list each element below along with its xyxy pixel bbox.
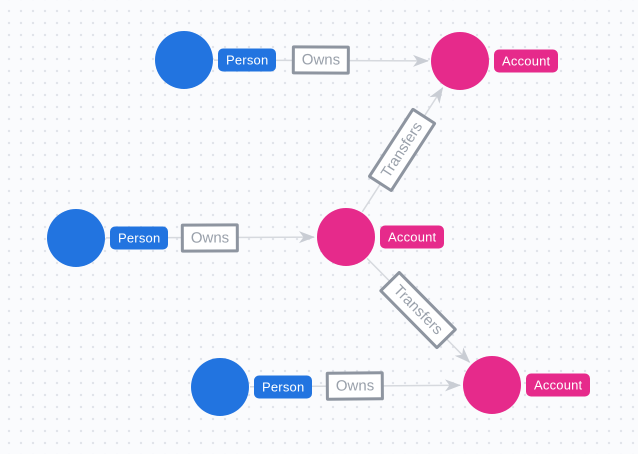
node-label-badge-account-3: Account	[526, 373, 591, 397]
relationship-label-owns[interactable]: Owns	[291, 45, 351, 76]
node-label-badge-account-1: Account	[494, 49, 559, 73]
node-label-badge-account-2: Account	[380, 225, 445, 249]
nodes-layer	[47, 31, 521, 416]
node-label-badge-person-1: Person	[218, 48, 277, 72]
node-circle-account-2[interactable]	[317, 208, 375, 266]
node-label-badge-person-3: Person	[254, 375, 313, 399]
node-circle-person-3[interactable]	[191, 358, 249, 416]
node-circle-account-1[interactable]	[431, 32, 489, 90]
node-circle-person-2[interactable]	[47, 209, 105, 267]
node-label-badge-person-2: Person	[110, 226, 169, 250]
relationship-label-owns[interactable]: Owns	[325, 371, 385, 401]
node-circle-person-1[interactable]	[155, 31, 213, 89]
relationship-label-owns[interactable]: Owns	[180, 222, 240, 253]
node-circle-account-3[interactable]	[463, 356, 521, 414]
